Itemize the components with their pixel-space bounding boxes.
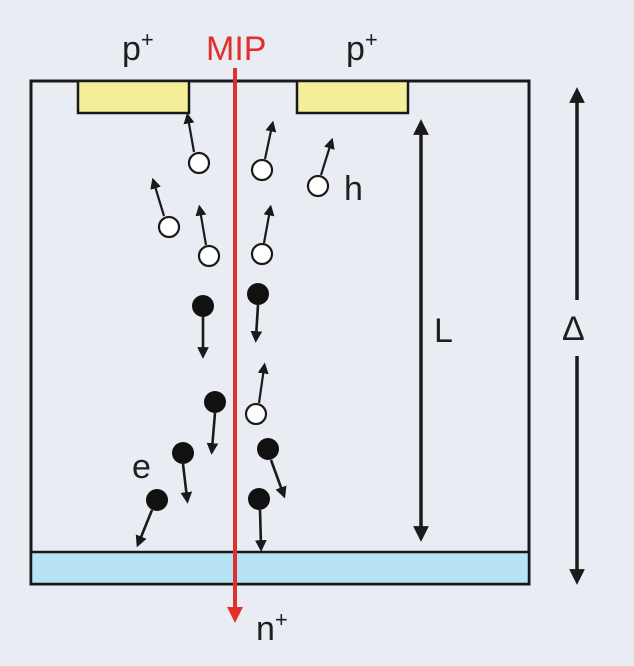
length-label: L xyxy=(434,312,453,350)
electron-label: e xyxy=(132,448,151,486)
electron-icon xyxy=(172,442,194,504)
thickness-label: Δ xyxy=(562,310,585,348)
p-implant-right xyxy=(295,79,410,115)
hole-icon xyxy=(195,204,221,268)
hole-icon xyxy=(183,112,211,175)
electron-icon xyxy=(204,391,226,455)
p-plus-right-label: p+ xyxy=(346,27,378,68)
detector-bulk xyxy=(29,79,531,586)
hole-icon xyxy=(244,362,269,426)
holes xyxy=(150,112,335,426)
electron-icon xyxy=(257,438,287,499)
electrons xyxy=(135,283,287,552)
n-implant xyxy=(29,550,531,586)
p-plus-left-label: p+ xyxy=(122,27,154,68)
electron-icon xyxy=(135,489,168,548)
electron-icon xyxy=(247,283,269,343)
p-implant-left xyxy=(76,79,191,115)
electron-icon xyxy=(192,295,214,359)
hole-icon xyxy=(250,120,277,182)
hole-label: h xyxy=(344,170,363,208)
mip-label: MIP xyxy=(206,30,266,68)
electron-icon xyxy=(248,488,270,552)
n-plus-label: n+ xyxy=(256,607,288,648)
hole-icon xyxy=(150,177,181,239)
hole-icon xyxy=(306,137,335,198)
hole-icon xyxy=(250,204,275,266)
